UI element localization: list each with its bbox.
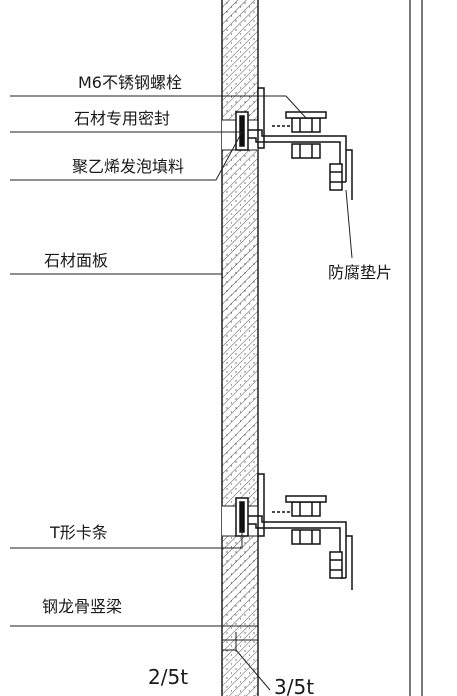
label-m6-bolt: M6不锈钢螺栓: [78, 73, 182, 92]
steel-frame-lines: [409, 0, 423, 696]
label-stone-panel: 石材面板: [44, 251, 108, 270]
lower-clip-assembly: [235, 473, 353, 590]
leader-lines: [10, 95, 353, 691]
label-t-clip: T形卡条: [49, 523, 108, 542]
label-steel-keel-beam: 钢龙骨竖梁: [42, 597, 122, 616]
label-dim-left: 2/5t: [148, 665, 188, 689]
label-stone-sealant: 石材专用密封: [74, 109, 170, 128]
label-anticorrosion-gasket: 防腐垫片: [328, 263, 392, 282]
label-pe-foam-filler: 聚乙烯发泡填料: [72, 157, 184, 176]
stone-panel-section: [221, 0, 259, 696]
label-dim-right: 3/5t: [274, 675, 314, 696]
